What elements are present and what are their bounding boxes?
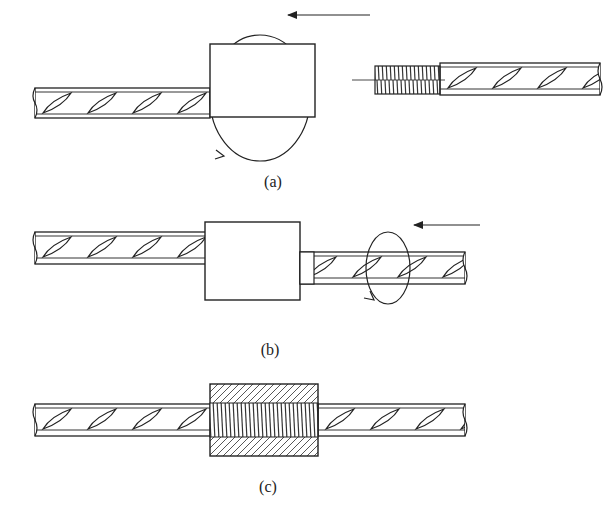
figure-label: (b)	[259, 341, 282, 359]
coupler	[205, 222, 300, 300]
thread-engagement	[210, 403, 318, 437]
rebar	[33, 232, 207, 264]
coupler-section	[210, 384, 318, 456]
step-c	[33, 384, 467, 456]
direction-arrow	[414, 224, 480, 225]
rebar	[440, 63, 602, 95]
coupler	[210, 44, 315, 117]
step-a	[33, 15, 602, 161]
figure-label: (a)	[262, 173, 284, 191]
direction-arrow	[288, 14, 370, 15]
rotation-arrow	[366, 232, 410, 304]
rebar	[33, 88, 210, 118]
step-b	[33, 222, 480, 304]
figure-label: (c)	[257, 478, 279, 496]
rebar	[300, 252, 467, 284]
rebar	[33, 404, 211, 436]
rebar	[318, 404, 467, 436]
threaded-end	[375, 66, 440, 94]
